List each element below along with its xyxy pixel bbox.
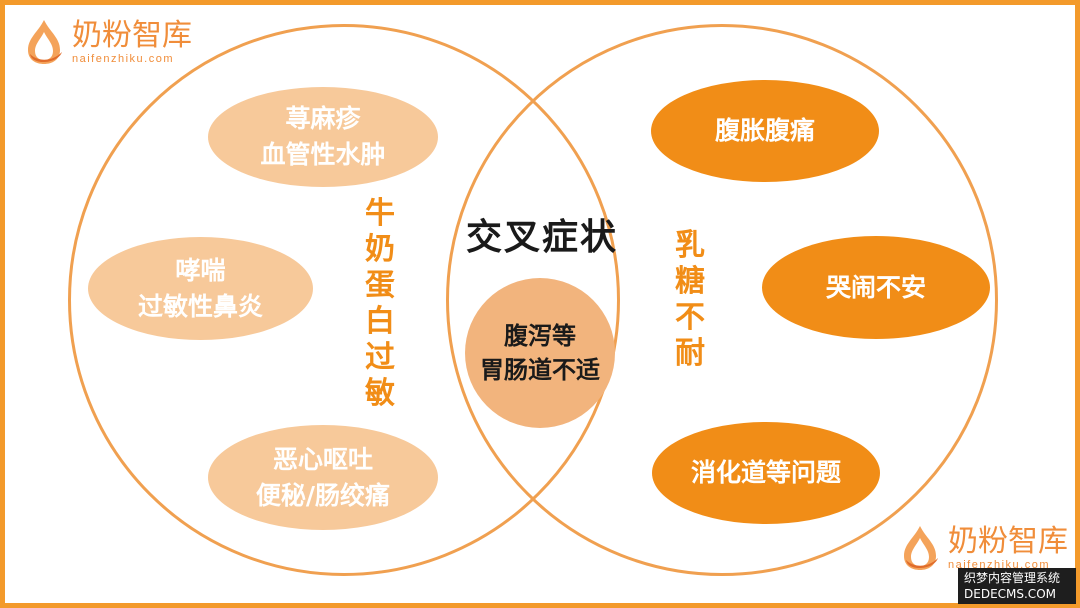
flame-drop-logo-icon <box>904 526 938 570</box>
label-char: 不 <box>675 300 705 335</box>
brand-logo-top-left: 奶粉智库 naifenzhiku.com <box>22 18 192 66</box>
label-char: 乳 <box>675 228 705 263</box>
symptom-line: 腹胀腹痛 <box>714 116 815 145</box>
symptom-line: 胃肠道不适 <box>480 356 600 384</box>
right-symptom-oval: 腹胀腹痛 <box>651 80 879 182</box>
label-char: 奶 <box>365 232 395 267</box>
label-char: 白 <box>365 304 395 339</box>
watermark: 织梦内容管理系统 DEDECMS.COM <box>958 568 1076 604</box>
label-char: 耐 <box>675 336 705 371</box>
brand-name: 奶粉智库 <box>948 525 1068 558</box>
symptom-line: 过敏性鼻炎 <box>137 291 263 321</box>
right-symptom-oval: 哭闹不安 <box>762 236 990 339</box>
brand-logo-bottom-right: 奶粉智库 naifenzhiku.com <box>898 524 1068 572</box>
symptom-line: 哭闹不安 <box>825 272 926 302</box>
watermark-line: DEDECMS.COM <box>964 587 1056 601</box>
label-char: 敏 <box>365 376 395 411</box>
symptom-line: 便秘/肠绞痛 <box>255 480 391 510</box>
symptom-line: 血管性水肿 <box>260 140 386 169</box>
left-symptom-oval: 哮喘 过敏性鼻炎 <box>88 237 313 340</box>
label-char: 糖 <box>675 264 705 299</box>
label-char: 蛋 <box>365 268 395 303</box>
left-symptom-oval: 荨麻疹 血管性水肿 <box>208 87 438 187</box>
label-char: 牛 <box>365 196 395 231</box>
right-symptom-oval: 消化道等问题 <box>652 422 880 524</box>
symptom-line: 哮喘 <box>175 255 226 285</box>
label-char: 过 <box>365 340 395 375</box>
lactose-intolerance-circle <box>446 24 998 576</box>
symptom-line: 恶心呕吐 <box>272 444 373 474</box>
brand-name: 奶粉智库 <box>72 19 192 52</box>
brand-domain: naifenzhiku.com <box>72 53 174 65</box>
milk-protein-allergy-label: 牛 奶 蛋 白 过 敏 <box>360 196 400 412</box>
overlap-title: 交叉症状 <box>465 217 618 258</box>
symptom-line: 消化道等问题 <box>690 458 841 487</box>
watermark-line: 织梦内容管理系统 <box>964 571 1061 585</box>
overlap-symptom-circle: 腹泻等 胃肠道不适 <box>465 278 615 428</box>
lactose-intolerance-label: 乳 糖 不 耐 <box>670 228 710 372</box>
flame-drop-logo-icon <box>28 20 62 64</box>
symptom-line: 荨麻疹 <box>285 104 361 133</box>
symptom-line: 腹泻等 <box>504 322 576 350</box>
left-symptom-oval: 恶心呕吐 便秘/肠绞痛 <box>208 425 438 530</box>
